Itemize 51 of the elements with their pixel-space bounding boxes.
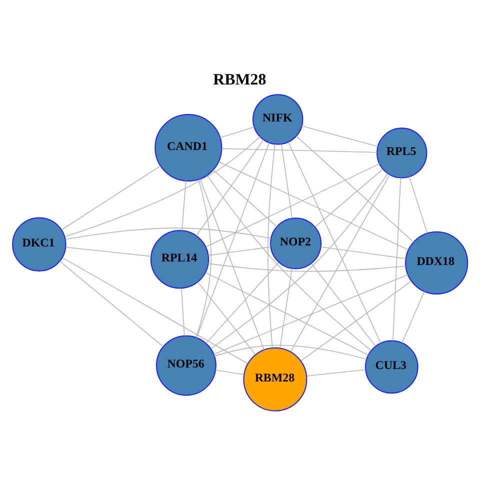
node-circle: RBM28 — [243, 347, 308, 412]
connector — [408, 176, 428, 234]
connector — [212, 169, 278, 227]
node-circle: CUL3 — [364, 340, 418, 394]
connector — [310, 263, 376, 346]
diagram-title: RBM28 — [213, 72, 266, 89]
connector — [306, 369, 366, 376]
node-circle: RPL5 — [376, 128, 428, 178]
connector — [392, 177, 402, 342]
connector — [205, 272, 369, 356]
connector — [300, 280, 412, 362]
connector — [66, 246, 152, 257]
connector — [288, 142, 382, 344]
connector — [196, 139, 264, 236]
node-circle: NOP56 — [156, 335, 216, 396]
connector — [296, 136, 414, 242]
connector — [62, 257, 248, 364]
node-circle: DKC1 — [12, 217, 66, 272]
connector — [314, 168, 384, 228]
connector — [64, 136, 261, 237]
connector — [206, 262, 280, 344]
connector — [402, 290, 425, 344]
connector — [280, 268, 292, 348]
node-circle: DDX18 — [405, 231, 468, 294]
connector — [215, 370, 244, 375]
node-circle: NIFK — [252, 94, 304, 145]
connector — [196, 179, 212, 338]
connector — [200, 178, 264, 350]
connector — [61, 166, 161, 230]
connector — [196, 142, 270, 338]
connector — [220, 126, 255, 138]
connector — [268, 144, 276, 348]
connector — [214, 274, 408, 355]
connector — [206, 163, 380, 248]
connector — [320, 246, 406, 260]
connector — [208, 263, 406, 272]
connector — [214, 344, 367, 360]
connector — [65, 228, 272, 240]
node-circle: RPL14 — [150, 230, 210, 289]
connector — [182, 180, 186, 232]
connector — [290, 174, 390, 352]
connector — [181, 288, 185, 336]
connector — [281, 144, 293, 219]
node-circle: CAND1 — [154, 114, 222, 182]
connector — [301, 126, 378, 147]
connector — [218, 161, 409, 250]
connector — [221, 148, 378, 153]
connector — [208, 246, 271, 256]
connector — [197, 282, 256, 355]
node-circle: NOP2 — [270, 218, 322, 270]
connector — [60, 261, 164, 347]
